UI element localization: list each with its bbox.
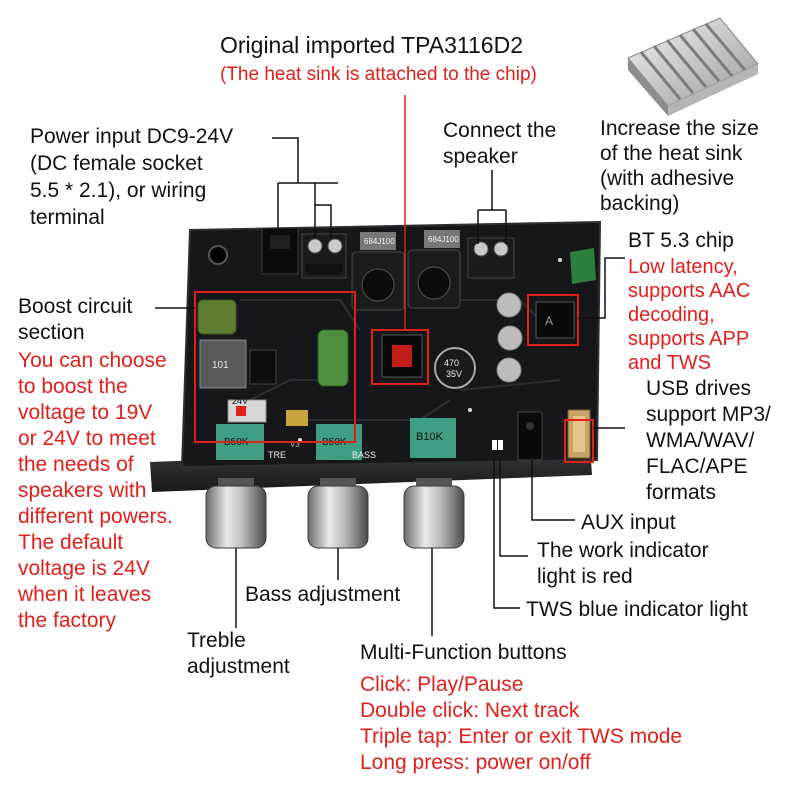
work-indicator-led xyxy=(498,440,503,450)
boost-circuit-components xyxy=(197,299,349,426)
v3-silkscreen: V3 xyxy=(290,440,300,449)
bass-knob[interactable] xyxy=(307,478,369,549)
heat-sink-line-2: of the heat sink xyxy=(600,142,743,165)
electrolytic-capacitors xyxy=(434,292,523,389)
multifunction-knob[interactable] xyxy=(403,478,465,549)
boost-note-8: The default xyxy=(18,531,124,554)
heat-sink-line-1: Increase the size xyxy=(600,117,759,140)
usb-line-2: support MP3/ xyxy=(646,403,771,426)
buttons-note-1: Click: Play/Pause xyxy=(360,673,524,696)
usb-port xyxy=(567,409,591,459)
boost-note-5: the needs of xyxy=(18,453,134,476)
tpa3116d2-chip xyxy=(381,334,423,378)
inductor-right-marking: 684J100 xyxy=(428,235,459,244)
work-light-line-1: The work indicator xyxy=(537,539,709,562)
buttons-note-2: Double click: Next track xyxy=(360,699,580,722)
buttons-note-3: Triple tap: Enter or exit TWS mode xyxy=(360,725,683,748)
boost-note-9: voltage is 24V xyxy=(18,557,150,580)
bt-note-4: supports APP xyxy=(628,328,750,350)
boost-note-7: different powers. xyxy=(18,505,173,528)
film-capacitor-right xyxy=(424,230,460,248)
chip-callout-title: Original imported TPA3116D2 xyxy=(220,32,523,58)
inductor-right xyxy=(407,249,461,309)
treble-line-1: Treble xyxy=(187,629,246,652)
aux-jack xyxy=(517,411,543,461)
usb-line-3: WMA/WAV/ xyxy=(646,429,755,452)
speaker-line-1: Connect the xyxy=(443,119,557,142)
inductor-left xyxy=(351,251,405,311)
bt-note-1: Low latency, xyxy=(628,256,738,278)
chip-callout-note: (The heat sink is attached to the chip) xyxy=(220,64,537,85)
speaker-terminal xyxy=(467,237,515,279)
heat-sink-line-3: (with adhesive xyxy=(600,167,735,190)
bt-note-3: decoding, xyxy=(628,304,715,326)
aux-callout: AUX input xyxy=(581,511,676,534)
boost-note-11: the factory xyxy=(18,609,117,632)
boost-note-3: voltage to 19V xyxy=(18,401,153,424)
bt-note-2: supports AAC xyxy=(628,280,751,302)
treble-silkscreen: TRE xyxy=(268,450,286,460)
bass-silkscreen: BASS xyxy=(352,450,376,460)
boost-note-4: or 24V to meet xyxy=(18,427,156,450)
boost-section-highlight xyxy=(194,291,356,443)
chip-highlight xyxy=(371,329,429,385)
bt-title: BT 5.3 chip xyxy=(628,229,734,252)
boost-note-2: to boost the xyxy=(18,375,128,398)
capacitor-marking-35v: 35V xyxy=(446,369,462,379)
voltage-switch-marking: 24V xyxy=(232,396,248,406)
bt-chip: A xyxy=(535,248,596,339)
boost-note-1: You can choose xyxy=(18,349,167,372)
power-terminal xyxy=(301,233,347,279)
capacitor-marking-470: 470 xyxy=(444,358,459,368)
boost-note-10: when it leaves xyxy=(18,583,152,606)
tws-indicator-led xyxy=(492,440,497,450)
usb-line-4: FLAC/APE xyxy=(646,455,748,478)
dc-power-socket xyxy=(261,227,299,275)
bt-chip-highlight xyxy=(527,294,579,346)
bt-note-5: and TWS xyxy=(628,352,711,374)
pot-volume-body xyxy=(410,418,456,458)
usb-line-1: USB drives xyxy=(646,377,752,400)
treble-knob[interactable] xyxy=(205,478,267,549)
tws-light-callout: TWS blue indicator light xyxy=(526,598,748,621)
boost-title-2: section xyxy=(18,321,85,344)
buttons-title: Multi-Function buttons xyxy=(360,641,567,664)
film-capacitor-left xyxy=(360,232,396,250)
buttons-note-4: Long press: power on/off xyxy=(360,751,591,774)
power-line-1: Power input DC9-24V xyxy=(30,125,234,148)
boost-chip-marking: 101 xyxy=(212,360,229,371)
speaker-line-2: speaker xyxy=(443,145,518,168)
pot-volume-marking: B10K xyxy=(416,431,444,443)
svg-text:A: A xyxy=(545,314,553,328)
boost-title-1: Boost circuit xyxy=(18,295,133,318)
power-line-2: (DC female socket xyxy=(30,152,203,175)
bass-callout: Bass adjustment xyxy=(245,583,401,606)
leader-lines xyxy=(155,95,625,636)
power-line-4: terminal xyxy=(30,206,105,229)
power-line-3: 5.5 * 2.1), or wiring xyxy=(30,179,207,202)
usb-line-5: formats xyxy=(646,481,717,504)
heat-sink-line-4: backing) xyxy=(600,192,680,215)
work-light-line-2: light is red xyxy=(537,565,633,588)
boost-note-6: speakers with xyxy=(18,479,147,502)
usb-highlight xyxy=(564,419,594,463)
heat-sink-image xyxy=(627,17,759,116)
inductor-left-marking: 684J100 xyxy=(364,237,395,246)
treble-line-2: adjustment xyxy=(187,655,290,678)
